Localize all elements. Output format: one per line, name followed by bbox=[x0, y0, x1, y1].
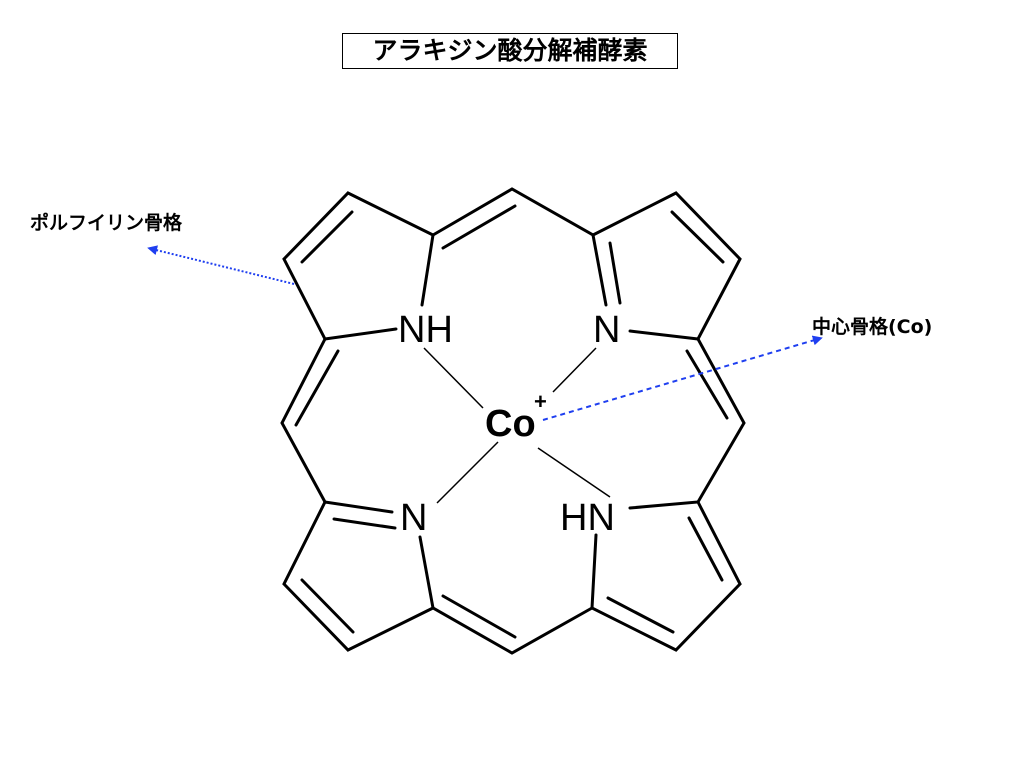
diagram-title: アラキジン酸分解補酵素 bbox=[342, 33, 678, 69]
atom-nh-top-left: NH bbox=[398, 309, 453, 351]
atom-cobalt: Co bbox=[485, 403, 536, 445]
porphyrin-pointer-arrow bbox=[147, 245, 295, 285]
charge-plus: + bbox=[534, 389, 547, 414]
center-pointer-arrow bbox=[542, 335, 823, 421]
coordination-bonds bbox=[423, 347, 611, 504]
atom-n-top-right: N bbox=[593, 309, 620, 351]
double-bond-inner-lines bbox=[294, 204, 729, 639]
porphyrin-label: ポルフイリン骨格 bbox=[30, 212, 183, 234]
atom-n-bottom-left: N bbox=[400, 497, 427, 539]
center-label: 中心骨格(Co) bbox=[812, 316, 933, 338]
outer-ring-bonds bbox=[280, 187, 746, 655]
atom-hn-bottom-right: HN bbox=[560, 497, 615, 539]
